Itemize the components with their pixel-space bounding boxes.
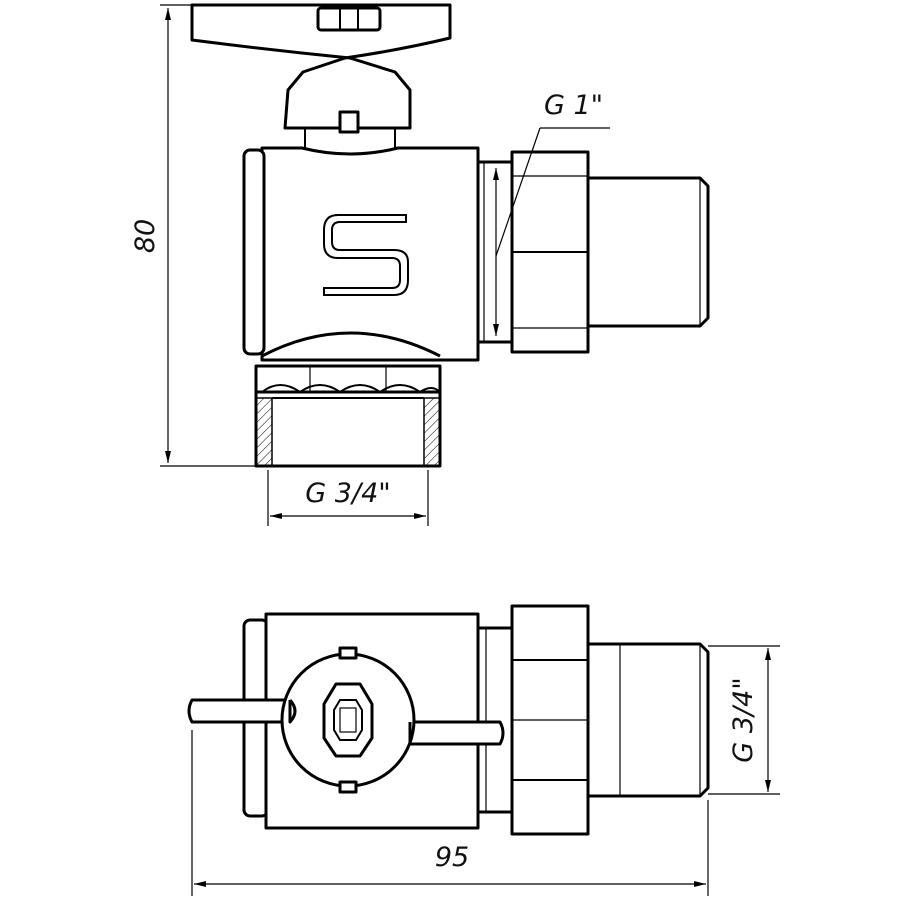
dim-side-thread: G 3/4" xyxy=(708,645,780,795)
dim-length: 95 xyxy=(191,730,709,896)
outlet-connection-top xyxy=(510,604,710,836)
hex-nut-icon xyxy=(322,682,374,758)
front-view: 80 G 1" G 3/4" xyxy=(130,3,710,526)
logo-s-icon xyxy=(323,214,409,296)
dim-height: 80 xyxy=(130,4,256,467)
dim-height-label: 80 xyxy=(130,219,161,253)
butterfly-handle xyxy=(190,3,452,148)
top-view: G 3/4" 95 xyxy=(187,604,780,896)
dim-outlet-thread-label: G 1" xyxy=(544,90,603,121)
dim-outlet-thread: G 1" xyxy=(493,90,610,336)
dim-side-thread-label: G 3/4" xyxy=(728,677,759,762)
dim-bottom-thread: G 3/4" xyxy=(267,470,429,526)
dim-length-label: 95 xyxy=(435,842,469,873)
valve-body xyxy=(242,146,480,362)
dim-bottom-thread-label: G 3/4" xyxy=(305,478,390,509)
bottom-connection xyxy=(254,364,442,468)
outlet-connection xyxy=(476,150,710,354)
